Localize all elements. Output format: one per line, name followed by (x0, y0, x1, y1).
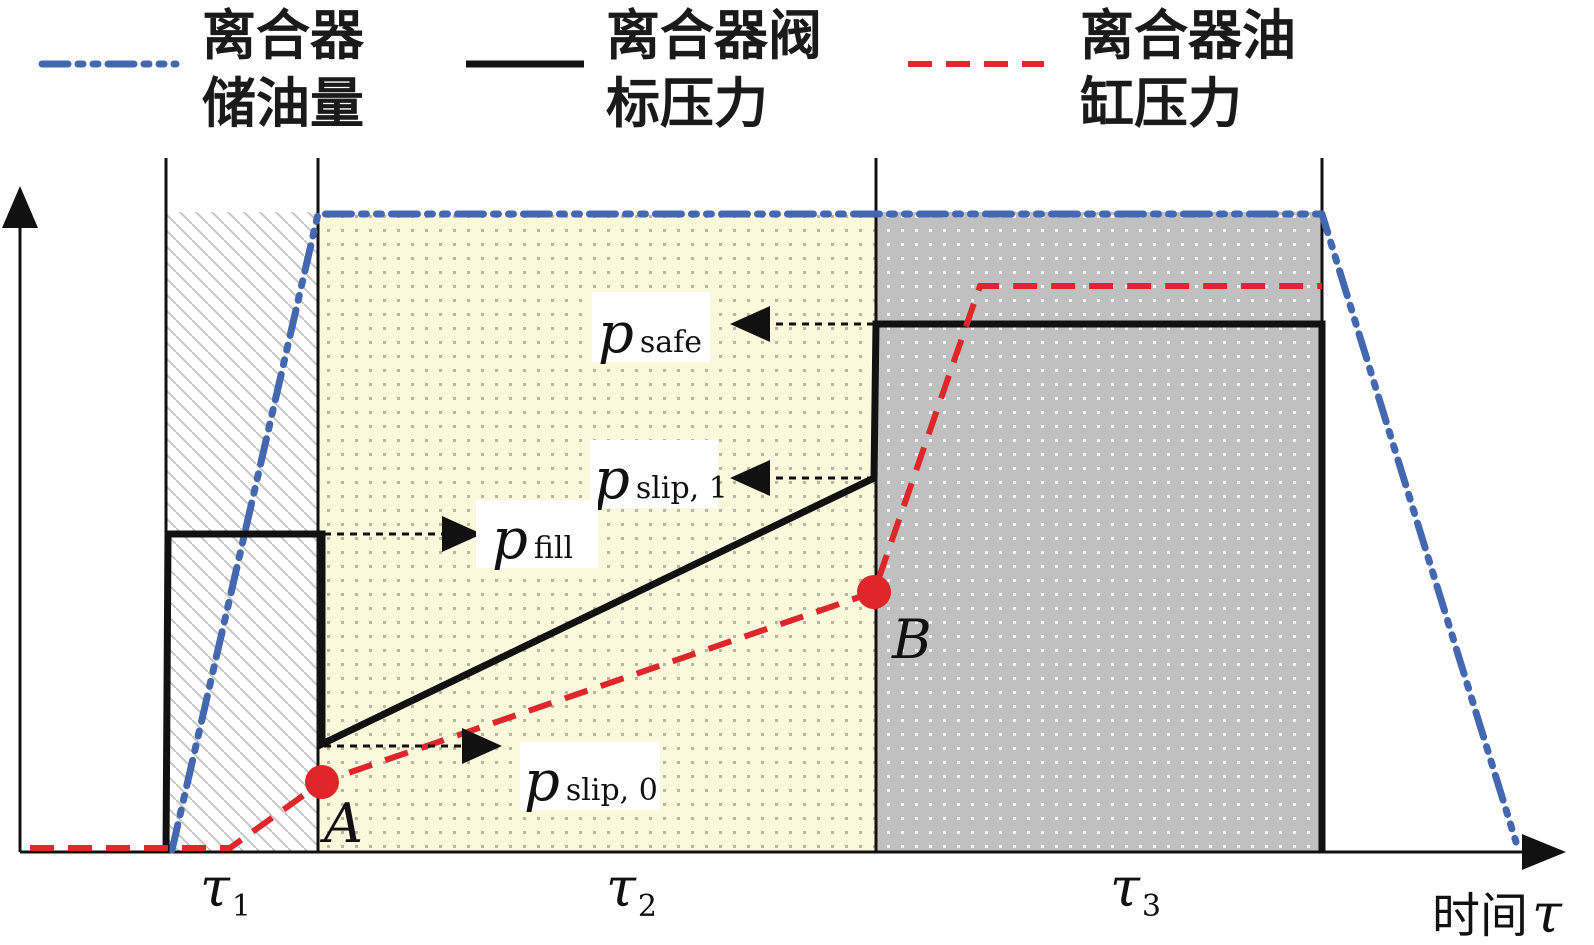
x-axis-arrow-icon (1522, 834, 1566, 870)
point-a-marker (305, 765, 339, 799)
p-fill-box (476, 500, 598, 568)
point-a-label: A (319, 792, 363, 855)
x-axis-title: 时间τ (1432, 882, 1563, 945)
p-slip0-box (520, 742, 660, 810)
legend-label-oil-storage-line1: 离合器 (202, 4, 365, 67)
p-safe-box (592, 292, 710, 362)
arrow-head-left-icon (730, 306, 770, 342)
phase-3-region (876, 212, 1322, 852)
legend-label-oil-storage-line2: 储油量 (202, 72, 364, 135)
legend-label-valve-pressure-line2: 标压力 (606, 72, 768, 135)
point-b-marker (857, 575, 891, 609)
point-b-label: B (891, 608, 932, 671)
phase-1-label: τ1 (200, 856, 251, 924)
valve-target-pressure-curve (162, 320, 1326, 853)
legend-label-valve-pressure-line1: 离合器阀 (606, 4, 822, 67)
legend-label-cylinder-pressure-line2: 缸压力 (1080, 72, 1242, 135)
p-slip1-box (590, 440, 718, 508)
legend: 离合器 储油量 离合器阀 标压力 离合器油 缸压力 (38, 4, 1296, 135)
arrow-head-left-icon (730, 460, 770, 496)
y-axis-arrow-icon (2, 186, 38, 228)
arrow-head-right-icon (442, 516, 482, 552)
phase-2-label: τ2 (606, 856, 657, 924)
oil-storage-curve (168, 210, 1520, 854)
phase-3-label: τ3 (1110, 856, 1161, 924)
legend-label-cylinder-pressure-line1: 离合器油 (1080, 4, 1296, 67)
arrow-head-right-icon (462, 728, 502, 764)
cylinder-pressure-curve (30, 283, 1322, 851)
